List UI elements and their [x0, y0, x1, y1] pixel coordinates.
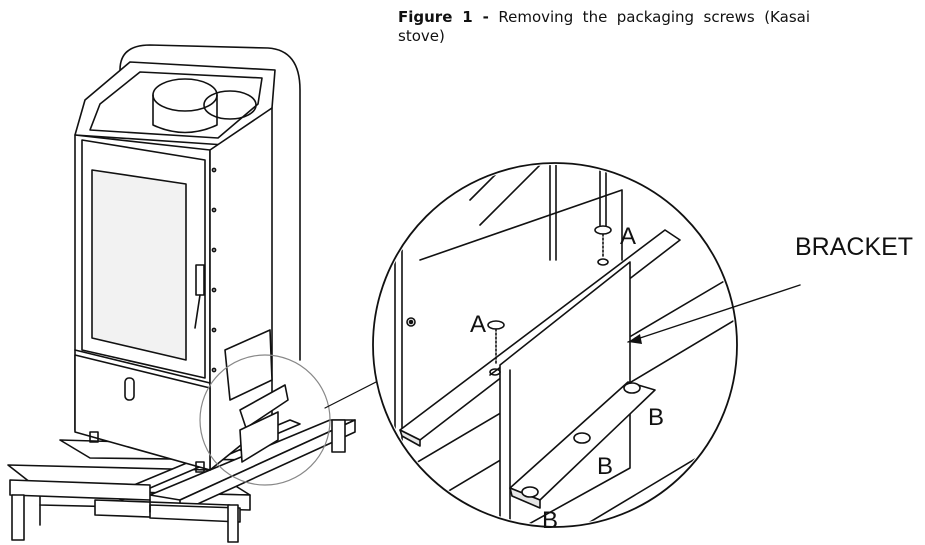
figure-caption-label: Figure 1 -	[398, 8, 489, 26]
bracket-label: BRACKET	[795, 233, 913, 261]
bolt-b-bottom-label: B	[542, 507, 558, 534]
magnified-detail	[372, 162, 801, 528]
screw-a-left-label: A	[470, 311, 486, 338]
stove-body	[74, 44, 301, 473]
bolt-b-middle-label: B	[597, 453, 613, 480]
screw-a-top-label: A	[620, 223, 636, 250]
figure-caption-text: Removing the packaging screws (Kasai sto…	[398, 8, 811, 45]
detail-highlight-circle	[199, 354, 331, 486]
figure-caption: Figure 1 - Removing the packaging screws…	[398, 8, 810, 46]
bolt-b-right-label: B	[648, 404, 664, 431]
